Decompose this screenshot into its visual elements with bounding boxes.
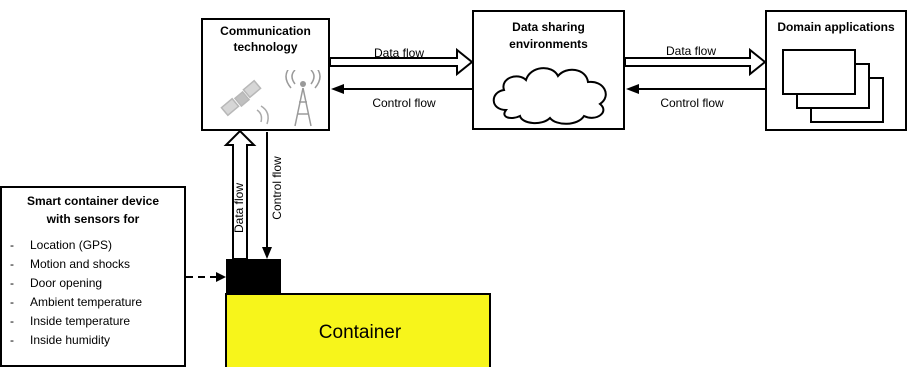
domain-applications-box: Domain applications (765, 10, 907, 131)
domain-title: Domain applications (777, 20, 895, 34)
sensor-item: Inside temperature (10, 312, 142, 331)
container-label: Container (318, 322, 402, 343)
sensor-item: Location (GPS) (10, 236, 142, 255)
comm-title-line1: Communication (220, 24, 311, 38)
device-title-line2: with sensors for (46, 212, 140, 226)
data-flow-vertical-arrow (223, 129, 257, 260)
sensor-item: Door opening (10, 274, 142, 293)
control-flow-arrowhead-2 (626, 84, 639, 94)
stacked-windows-icon (782, 49, 884, 123)
data-sharing-title-line2: environments (509, 37, 588, 51)
device-link-arrowhead (216, 272, 226, 282)
smart-device-box: Smart container device with sensors for … (0, 186, 186, 367)
data-sharing-box: Data sharing environments (472, 10, 625, 130)
control-flow-label-1: Control flow (372, 96, 436, 110)
device-title-line1: Smart container device (26, 194, 160, 208)
data-flow-label-1: Data flow (373, 46, 425, 60)
container-body (225, 293, 491, 367)
antenna-tower-icon (285, 70, 321, 127)
control-flow-arrowhead-1 (331, 84, 344, 94)
container-device (226, 259, 281, 295)
control-flow-vertical-arrowhead (262, 247, 272, 259)
data-flow-arrow-1 (329, 47, 474, 77)
cloud-icon (492, 67, 607, 125)
sensor-item: Ambient temperature (10, 293, 142, 312)
sensor-item: Inside humidity (10, 331, 142, 350)
control-flow-label-2: Control flow (660, 96, 724, 110)
satellite-icon (220, 79, 269, 125)
data-flow-label-2: Data flow (665, 44, 717, 58)
sensor-list: Location (GPS) Motion and shocks Door op… (10, 236, 142, 350)
communication-technology-box: Communication technology (201, 18, 330, 131)
data-flow-arrow-2 (624, 47, 767, 77)
sensor-item: Motion and shocks (10, 255, 142, 274)
comm-title-line2: technology (233, 40, 298, 54)
data-sharing-title-line1: Data sharing (512, 20, 585, 34)
data-flow-label-vertical: Data flow (232, 182, 246, 234)
control-flow-label-vertical: Control flow (270, 156, 284, 220)
